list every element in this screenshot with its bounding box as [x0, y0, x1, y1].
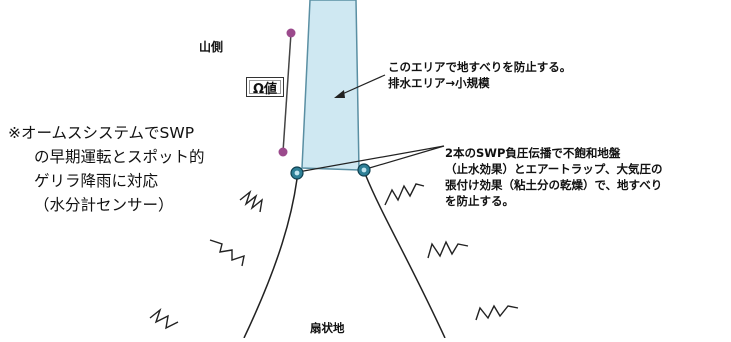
ohms-system-note-line: ゲリラ降雨に対応 [34, 172, 159, 190]
drain-area-note-line: このエリアで地すべりを防止する。 [388, 60, 572, 74]
ohms-system-note-line: （水分計センサー） [34, 196, 174, 214]
omega-value-label: Ω値 [252, 81, 278, 97]
valley-wall-right [365, 175, 446, 339]
swp-effect-note-line: 張付け効果（粘土分の乾燥）で、地すべり [445, 178, 663, 192]
swp-effect-note: 2本のSWP負圧伝播で不飽和地盤 （止水効果）とエアートラップ、大気圧の 張付け… [445, 145, 662, 209]
drain-area-note: このエリアで地すべりを防止する。 排水エリア→小規模 [388, 59, 571, 91]
slope-hatch-left-1 [239, 189, 263, 213]
slope-hatch-right-3 [475, 304, 519, 321]
area-arrow-line [339, 74, 386, 96]
omega-value-box: Ω値 [246, 77, 284, 97]
slope-hatch-right-1 [384, 183, 425, 206]
swp-well-right [357, 163, 371, 177]
mountain-side-label: 山側 [199, 40, 224, 54]
ohms-system-note-line: の早期運転とスポット的 [34, 148, 205, 166]
swp-pointer-line-right [365, 145, 445, 170]
swp-effect-note-line: を防止する。 [445, 194, 514, 208]
ohms-system-note: ※オームスシステムでSWP の早期運転とスポット的 ゲリラ降雨に対応 （水分計セ… [8, 121, 205, 217]
sensor-bottom [278, 147, 288, 157]
slope-hatch-right-2 [427, 240, 469, 259]
swp-effect-note-line: （止水効果）とエアートラップ、大気圧の [445, 162, 663, 176]
swp-well-left [290, 166, 304, 180]
swp-effect-note-line: 2本のSWP負圧伝播で不飽和地盤 [445, 146, 621, 160]
slope-hatch-left-3 [149, 307, 179, 330]
slope-hatch-left-2 [209, 239, 245, 267]
drainage-area [301, 0, 360, 171]
alluvial-fan-label: 扇状地 [310, 321, 345, 335]
sensor-top [286, 28, 296, 38]
swp-pointer-line-left [297, 145, 445, 173]
ohms-system-note-line: ※オームスシステムでSWP [8, 124, 195, 142]
sensor-cable [282, 32, 292, 153]
valley-wall-left [243, 178, 298, 339]
drain-area-note-line: 排水エリア→小規模 [388, 76, 490, 90]
area-arrow-head [334, 90, 345, 98]
